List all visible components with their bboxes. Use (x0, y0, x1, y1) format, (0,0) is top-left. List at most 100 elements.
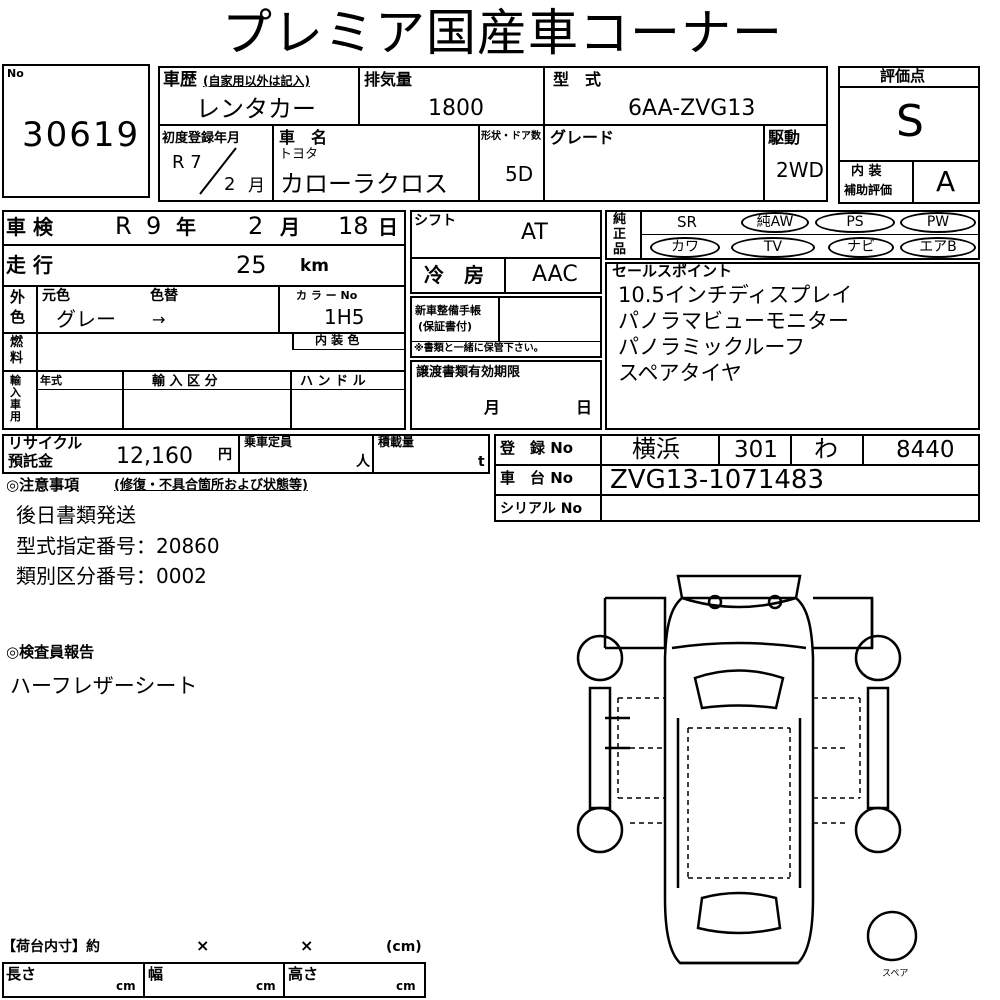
first-reg-label: 初度登録年月 (162, 131, 241, 146)
drive-value: 2WD (776, 158, 824, 182)
recycle-unit: 円 (218, 447, 232, 463)
notes-heading-sub: (修復・不具合箇所および状態等) (114, 478, 308, 493)
transfer-day-unit: 日 (576, 398, 593, 417)
equipment-label: 純正品 (613, 212, 627, 257)
displacement-label: 排気量 (364, 70, 413, 89)
chassis-label: 車 台 No (500, 469, 574, 487)
import-year-label: 年式 (40, 374, 62, 387)
vehicle-info-box (158, 66, 828, 202)
interior-color-label-text: 内 装 色 (315, 333, 360, 347)
first-reg-year: R 7 (172, 152, 202, 173)
sales-point-4: スペアタイヤ (618, 361, 742, 385)
maintenance-box (410, 296, 602, 358)
interior-value: A (936, 165, 956, 198)
cargo-length-unit: cm (116, 979, 136, 993)
cargo-width-unit: cm (256, 979, 276, 993)
equip-airbag: エアB (900, 237, 976, 258)
inspection-year: 9 (146, 212, 162, 240)
doors-label: 形状・ドア数 (481, 131, 541, 142)
fuel-label-1: 燃 (10, 335, 24, 350)
equip-pw: PW (900, 212, 976, 233)
recycle-row (2, 434, 490, 474)
import-handle-label: ハ ン ド ル (300, 374, 366, 389)
color-change-label: 色替 (150, 288, 178, 304)
cargo-label: 【荷台内寸】約 (2, 939, 100, 955)
equipment-box (605, 210, 980, 260)
page-title: プレミア国産車コーナー (222, 4, 783, 62)
model-type-label: 型 式 (553, 70, 602, 89)
equip-ps: PS (815, 212, 895, 233)
maintenance-label-1: 新車整備手帳 (415, 304, 481, 317)
spec-table (2, 210, 406, 430)
shift-value: AT (521, 220, 548, 245)
color-change-value: → (152, 310, 166, 329)
shift-label: シフト (414, 213, 456, 229)
cargo-height-label: 高さ (288, 965, 319, 983)
history-label: 車歴 (163, 70, 197, 90)
registration-label: 登 録 No (500, 439, 574, 457)
mileage-value: 25 (236, 251, 267, 279)
transfer-label: 譲渡書類有効期限 (416, 365, 521, 380)
recycle-label-2: 預託金 (8, 452, 54, 470)
inspection-era: R (115, 212, 132, 240)
registration-class: 301 (734, 437, 778, 463)
chassis-value: ZVG13-1071483 (610, 465, 825, 495)
equip-leather: カワ (650, 237, 720, 258)
cargo-width-label: 幅 (148, 965, 164, 983)
car-maker: トヨタ (279, 147, 319, 162)
equip-alloy-wheel: 純AW (741, 212, 809, 233)
color-no-label: カ ラ ー No (296, 289, 358, 302)
notes-line-1: 後日書類発送 (16, 503, 136, 527)
load-label: 積載量 (378, 435, 415, 449)
rating-value: S (896, 96, 924, 147)
shift-ac-table (410, 210, 602, 294)
cargo-height-unit: cm (396, 979, 416, 993)
registration-region: 横浜 (632, 435, 680, 463)
inspection-month: 2 (248, 212, 264, 240)
maintenance-note: ※書類と一緒に保管下さい。 (414, 343, 544, 354)
equip-tv: TV (731, 237, 815, 258)
cargo-table (2, 962, 426, 998)
load-unit: t (478, 454, 485, 470)
displacement-value: 1800 (428, 96, 484, 121)
sales-point-3: パノラミックルーフ (618, 335, 806, 359)
inspection-year-unit: 年 (176, 215, 196, 239)
notes-line-3: 類別区分番号：0002 (16, 564, 207, 588)
first-reg-month: 2 (224, 174, 236, 195)
inspector-heading: ◎検査員報告 (6, 643, 95, 661)
cargo-unit: (cm) (386, 939, 422, 955)
equip-navi: ナビ (828, 237, 894, 258)
date-slash (199, 147, 237, 195)
orig-color-value: グレー (56, 307, 116, 331)
rating-box (838, 66, 980, 204)
maintenance-label-2: (保証書付) (418, 320, 473, 333)
interior-label-2: 補助評価 (844, 183, 893, 197)
inspection-month-unit: 月 (280, 215, 300, 239)
history-value: レンタカー (196, 95, 316, 123)
lot-label: No (7, 67, 24, 80)
recycle-value: 12,160 (116, 444, 193, 469)
ac-value: AAC (532, 262, 578, 287)
lot-number: 30619 (22, 115, 141, 155)
lot-box (2, 64, 150, 198)
sales-point-1: 10.5インチディスプレイ (618, 283, 853, 307)
model-type-value: 6AA-ZVG13 (628, 96, 756, 121)
car-diagram: スペア (576, 574, 918, 979)
sales-points-box (605, 262, 980, 430)
cargo-length-label: 長さ (6, 965, 37, 983)
car-name-label: 車 名 (279, 128, 328, 147)
car-name-value: カローラクロス (280, 170, 448, 198)
fuel-label-2: 料 (10, 351, 24, 366)
registration-number: 8440 (896, 437, 955, 463)
capacity-label: 乗車定員 (244, 435, 293, 449)
sales-points-label: セールスポイント (612, 262, 733, 280)
notes-heading: ◎注意事項 (6, 476, 80, 494)
orig-color-label: 元色 (42, 288, 70, 304)
import-class-label: 輸 入 区 分 (152, 374, 218, 389)
equip-sr: SR (677, 213, 697, 231)
inspection-label: 車 検 (6, 215, 53, 239)
doors-value: 5D (505, 162, 534, 186)
color-no-value: 1H5 (324, 305, 365, 329)
inspector-line-1: ハーフレザーシート (10, 674, 198, 698)
transfer-box (410, 360, 602, 430)
